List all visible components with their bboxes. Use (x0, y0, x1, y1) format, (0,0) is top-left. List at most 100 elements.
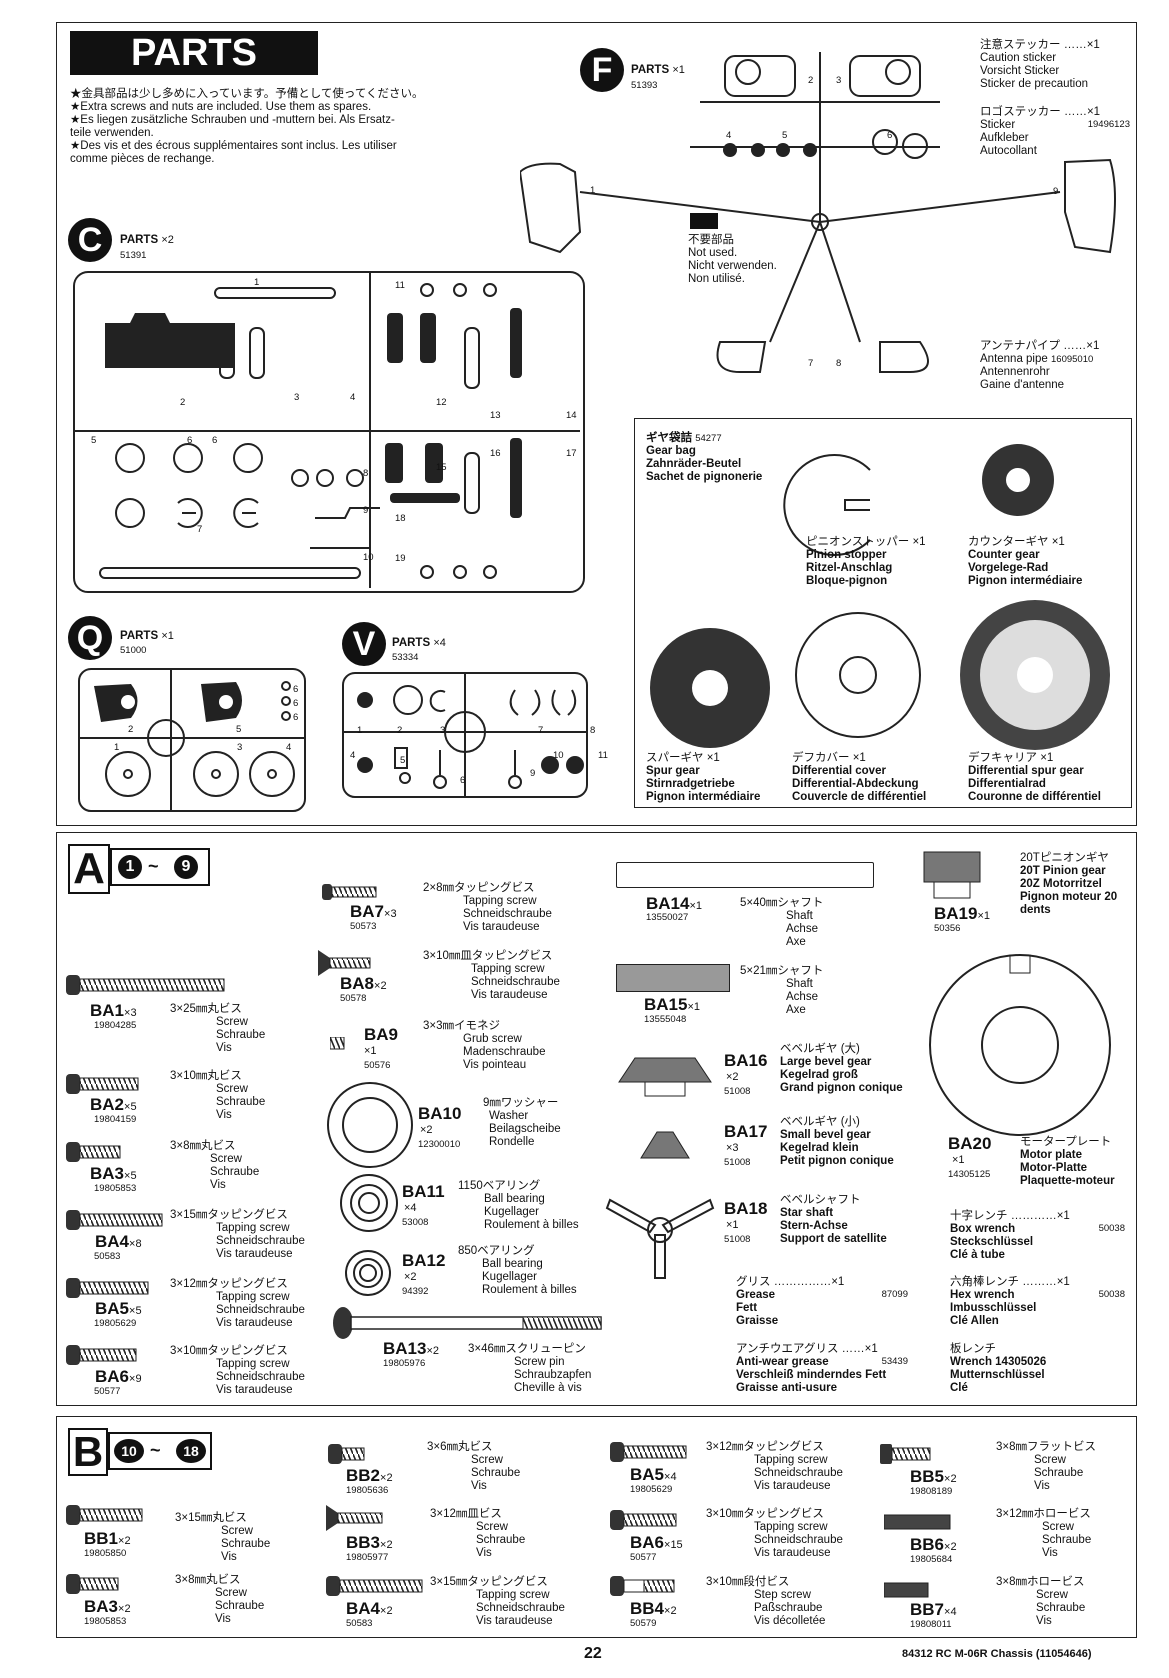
bag-a-code: 19805976 (383, 1358, 426, 1369)
bag-b-id: BB5×2 (910, 1467, 957, 1486)
bag-b-id: BA5×4 (630, 1465, 677, 1484)
bag-a-code: 51008 (724, 1234, 751, 1245)
bag-b-code: 50577 (630, 1552, 657, 1563)
bag-a-qty: ×2 (420, 1124, 433, 1136)
tree-c-num: 11 (395, 280, 405, 291)
bag-a-code: 50356 (934, 923, 961, 934)
bag-a-code: 19804285 (94, 1020, 137, 1031)
tree-c-num: 18 (395, 513, 406, 524)
bag-b-code: 50579 (630, 1618, 657, 1629)
bag-a-code: 50576 (364, 1060, 391, 1071)
bag-a-item (66, 973, 226, 1002)
tree-v-num: 11 (598, 750, 608, 761)
tree-c-num: 2 (180, 397, 186, 408)
bag-a-id: BA15×1 (644, 995, 701, 1014)
bag-a-qty: ×1 (364, 1045, 377, 1057)
bag-a-item (66, 1072, 146, 1101)
bag-a-id: BA8×2 (340, 974, 387, 993)
bag-a-item (318, 948, 374, 983)
tree-f-num: 5 (782, 130, 788, 141)
bag-a-code: 50573 (350, 921, 377, 932)
bag-a-section (56, 832, 1137, 1406)
bag-a-code: 50578 (340, 993, 367, 1004)
bag-b-code: 19808189 (910, 1486, 953, 1497)
tree-c-num: 5 (91, 435, 97, 446)
bag-a-id: BA17 (724, 1122, 768, 1141)
step-badge: 9 (174, 855, 198, 879)
step-badge: 1 (118, 855, 142, 879)
tree-v-num: 7 (538, 725, 544, 736)
parts-section (56, 22, 1137, 826)
motor-plate-ba20 (929, 954, 1111, 1136)
bag-b-item (880, 1442, 936, 1471)
tree-c-num: 16 (490, 448, 501, 459)
tree-f-num: 1 (590, 185, 596, 196)
bag-a-qty: ×2 (404, 1271, 417, 1283)
bag-a-id: BA2×5 (90, 1095, 137, 1114)
tree-v-num: 5 (400, 755, 406, 766)
bag-b-item (883, 1512, 954, 1537)
bag-a-item (66, 1276, 156, 1305)
shaft-ba15 (616, 964, 730, 992)
tree-c-label: PARTS ×2 (120, 234, 174, 246)
tree-f-num: 9 (1053, 186, 1059, 197)
tree-q-num: 6 (293, 712, 299, 723)
bag-a-id: BA13×2 (383, 1339, 440, 1358)
bag-a-id: BA20 (948, 1134, 992, 1153)
tree-c-code: 51391 (120, 250, 147, 261)
bag-a-code: 51008 (724, 1086, 751, 1097)
tree-f-num: 2 (808, 75, 814, 86)
tree-q-num: 5 (236, 724, 242, 735)
bag-b-id: BB1×2 (84, 1529, 131, 1548)
bag-b-code: 19805977 (346, 1552, 389, 1563)
bag-a-qty: ×1 (726, 1219, 739, 1231)
washer-ba10 (327, 1082, 413, 1168)
bag-a-code: 19805853 (94, 1183, 137, 1194)
bag-b-letter: B (68, 1428, 108, 1476)
parts-title: PARTS (70, 31, 318, 75)
bag-b-code: 19805636 (346, 1485, 389, 1496)
tree-q-num: 3 (237, 742, 243, 753)
bag-b-section (56, 1416, 1137, 1638)
tree-v-num: 4 (350, 750, 356, 761)
range-sep: ~ (148, 856, 159, 876)
tree-q-num: 6 (293, 698, 299, 709)
tree-c-num: 1 (254, 277, 260, 288)
bag-a-item (329, 1036, 346, 1056)
tree-v-label: PARTS ×4 (392, 637, 446, 649)
bag-b-item (610, 1440, 690, 1469)
bag-b-code: 19805853 (84, 1616, 127, 1627)
bag-a-item (66, 1343, 142, 1372)
tree-f-num: 8 (836, 358, 842, 369)
tree-q-badge: Q (68, 616, 112, 660)
bag-a-code: 12300010 (418, 1139, 461, 1150)
tree-c-num: 7 (197, 524, 203, 535)
tree-v-num: 2 (397, 725, 403, 736)
bag-a-letter: A (68, 844, 110, 894)
tree-c-num: 12 (436, 397, 447, 408)
tree-c-badge: C (68, 218, 112, 262)
bag-a-item (66, 1140, 126, 1169)
tree-f-label: PARTS ×1 (631, 64, 685, 76)
